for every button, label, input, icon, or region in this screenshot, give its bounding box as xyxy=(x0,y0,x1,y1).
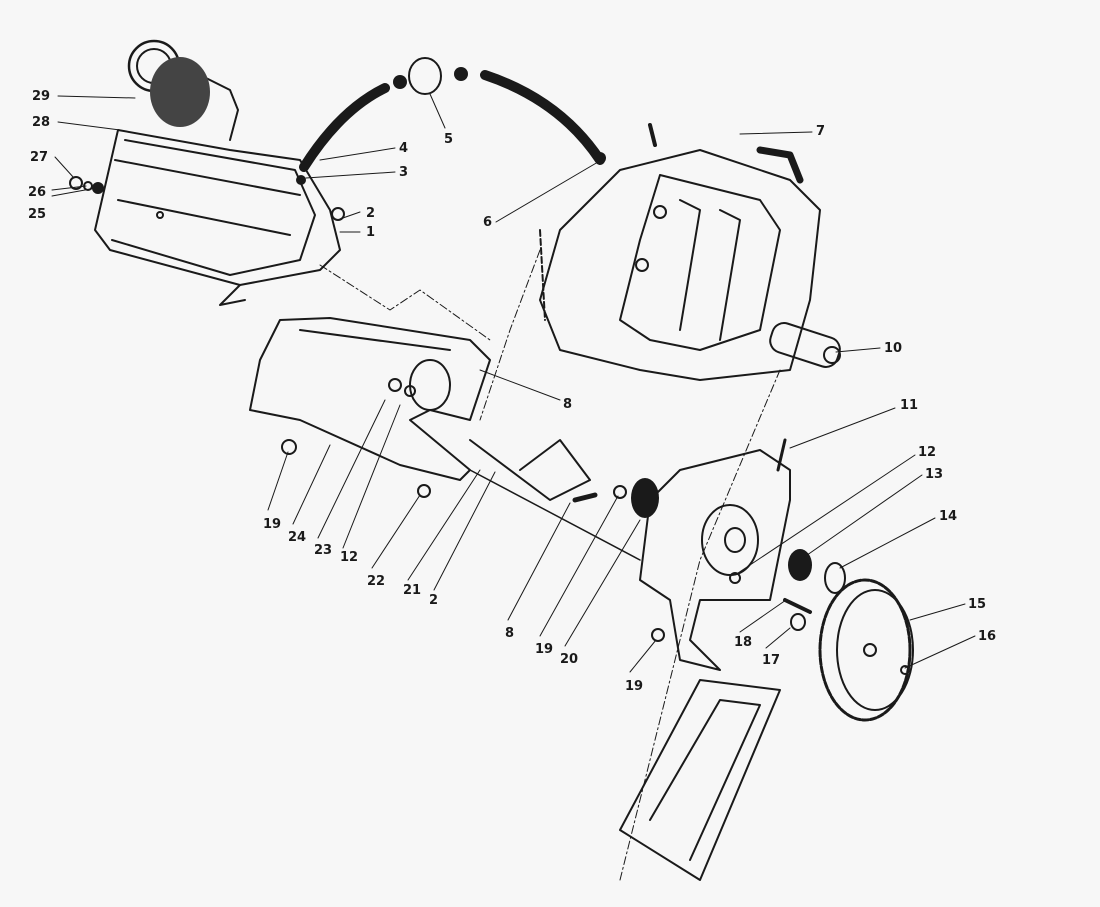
callout-12: 12 xyxy=(918,445,937,460)
callout-19-middle: 19 xyxy=(535,642,554,657)
callout-3: 3 xyxy=(399,165,409,180)
callout-26: 26 xyxy=(28,185,47,200)
callout-19: 19 xyxy=(263,517,282,532)
callout-24: 24 xyxy=(288,530,307,545)
callout-5: 5 xyxy=(444,132,454,147)
callout-27: 27 xyxy=(30,150,49,165)
callout-12-lower: 12 xyxy=(340,550,359,565)
callout-8: 8 xyxy=(563,397,573,412)
callout-10: 10 xyxy=(884,341,903,356)
fuel-tank-drawing xyxy=(94,39,341,306)
callout-4: 4 xyxy=(399,141,409,156)
callout-15: 15 xyxy=(968,597,987,612)
side-plate-drawing xyxy=(572,438,791,671)
callout-13: 13 xyxy=(925,467,944,482)
callout-22: 22 xyxy=(367,574,386,589)
callout-6: 6 xyxy=(483,215,493,230)
callout-17: 17 xyxy=(762,653,781,668)
callout-23: 23 xyxy=(314,543,333,558)
callout-18: 18 xyxy=(734,635,753,650)
engine-drawing xyxy=(539,123,841,381)
callout-20: 20 xyxy=(560,652,579,667)
callout-1: 1 xyxy=(366,225,376,240)
wheel-drawing xyxy=(783,549,914,722)
callout-29: 29 xyxy=(32,89,51,104)
callout-2-lower: 2 xyxy=(429,593,439,608)
callout-2: 2 xyxy=(366,206,376,221)
callout-21: 21 xyxy=(403,583,422,598)
callout-7: 7 xyxy=(816,124,826,139)
callout-14: 14 xyxy=(939,509,958,524)
callout-8-lower: 8 xyxy=(505,626,515,641)
callout-11: 11 xyxy=(900,398,919,413)
callout-19-right: 19 xyxy=(625,679,644,694)
callout-16: 16 xyxy=(978,629,997,644)
callout-25: 25 xyxy=(28,207,47,222)
chassis-frame-drawing xyxy=(249,317,641,561)
callout-28: 28 xyxy=(32,115,51,130)
